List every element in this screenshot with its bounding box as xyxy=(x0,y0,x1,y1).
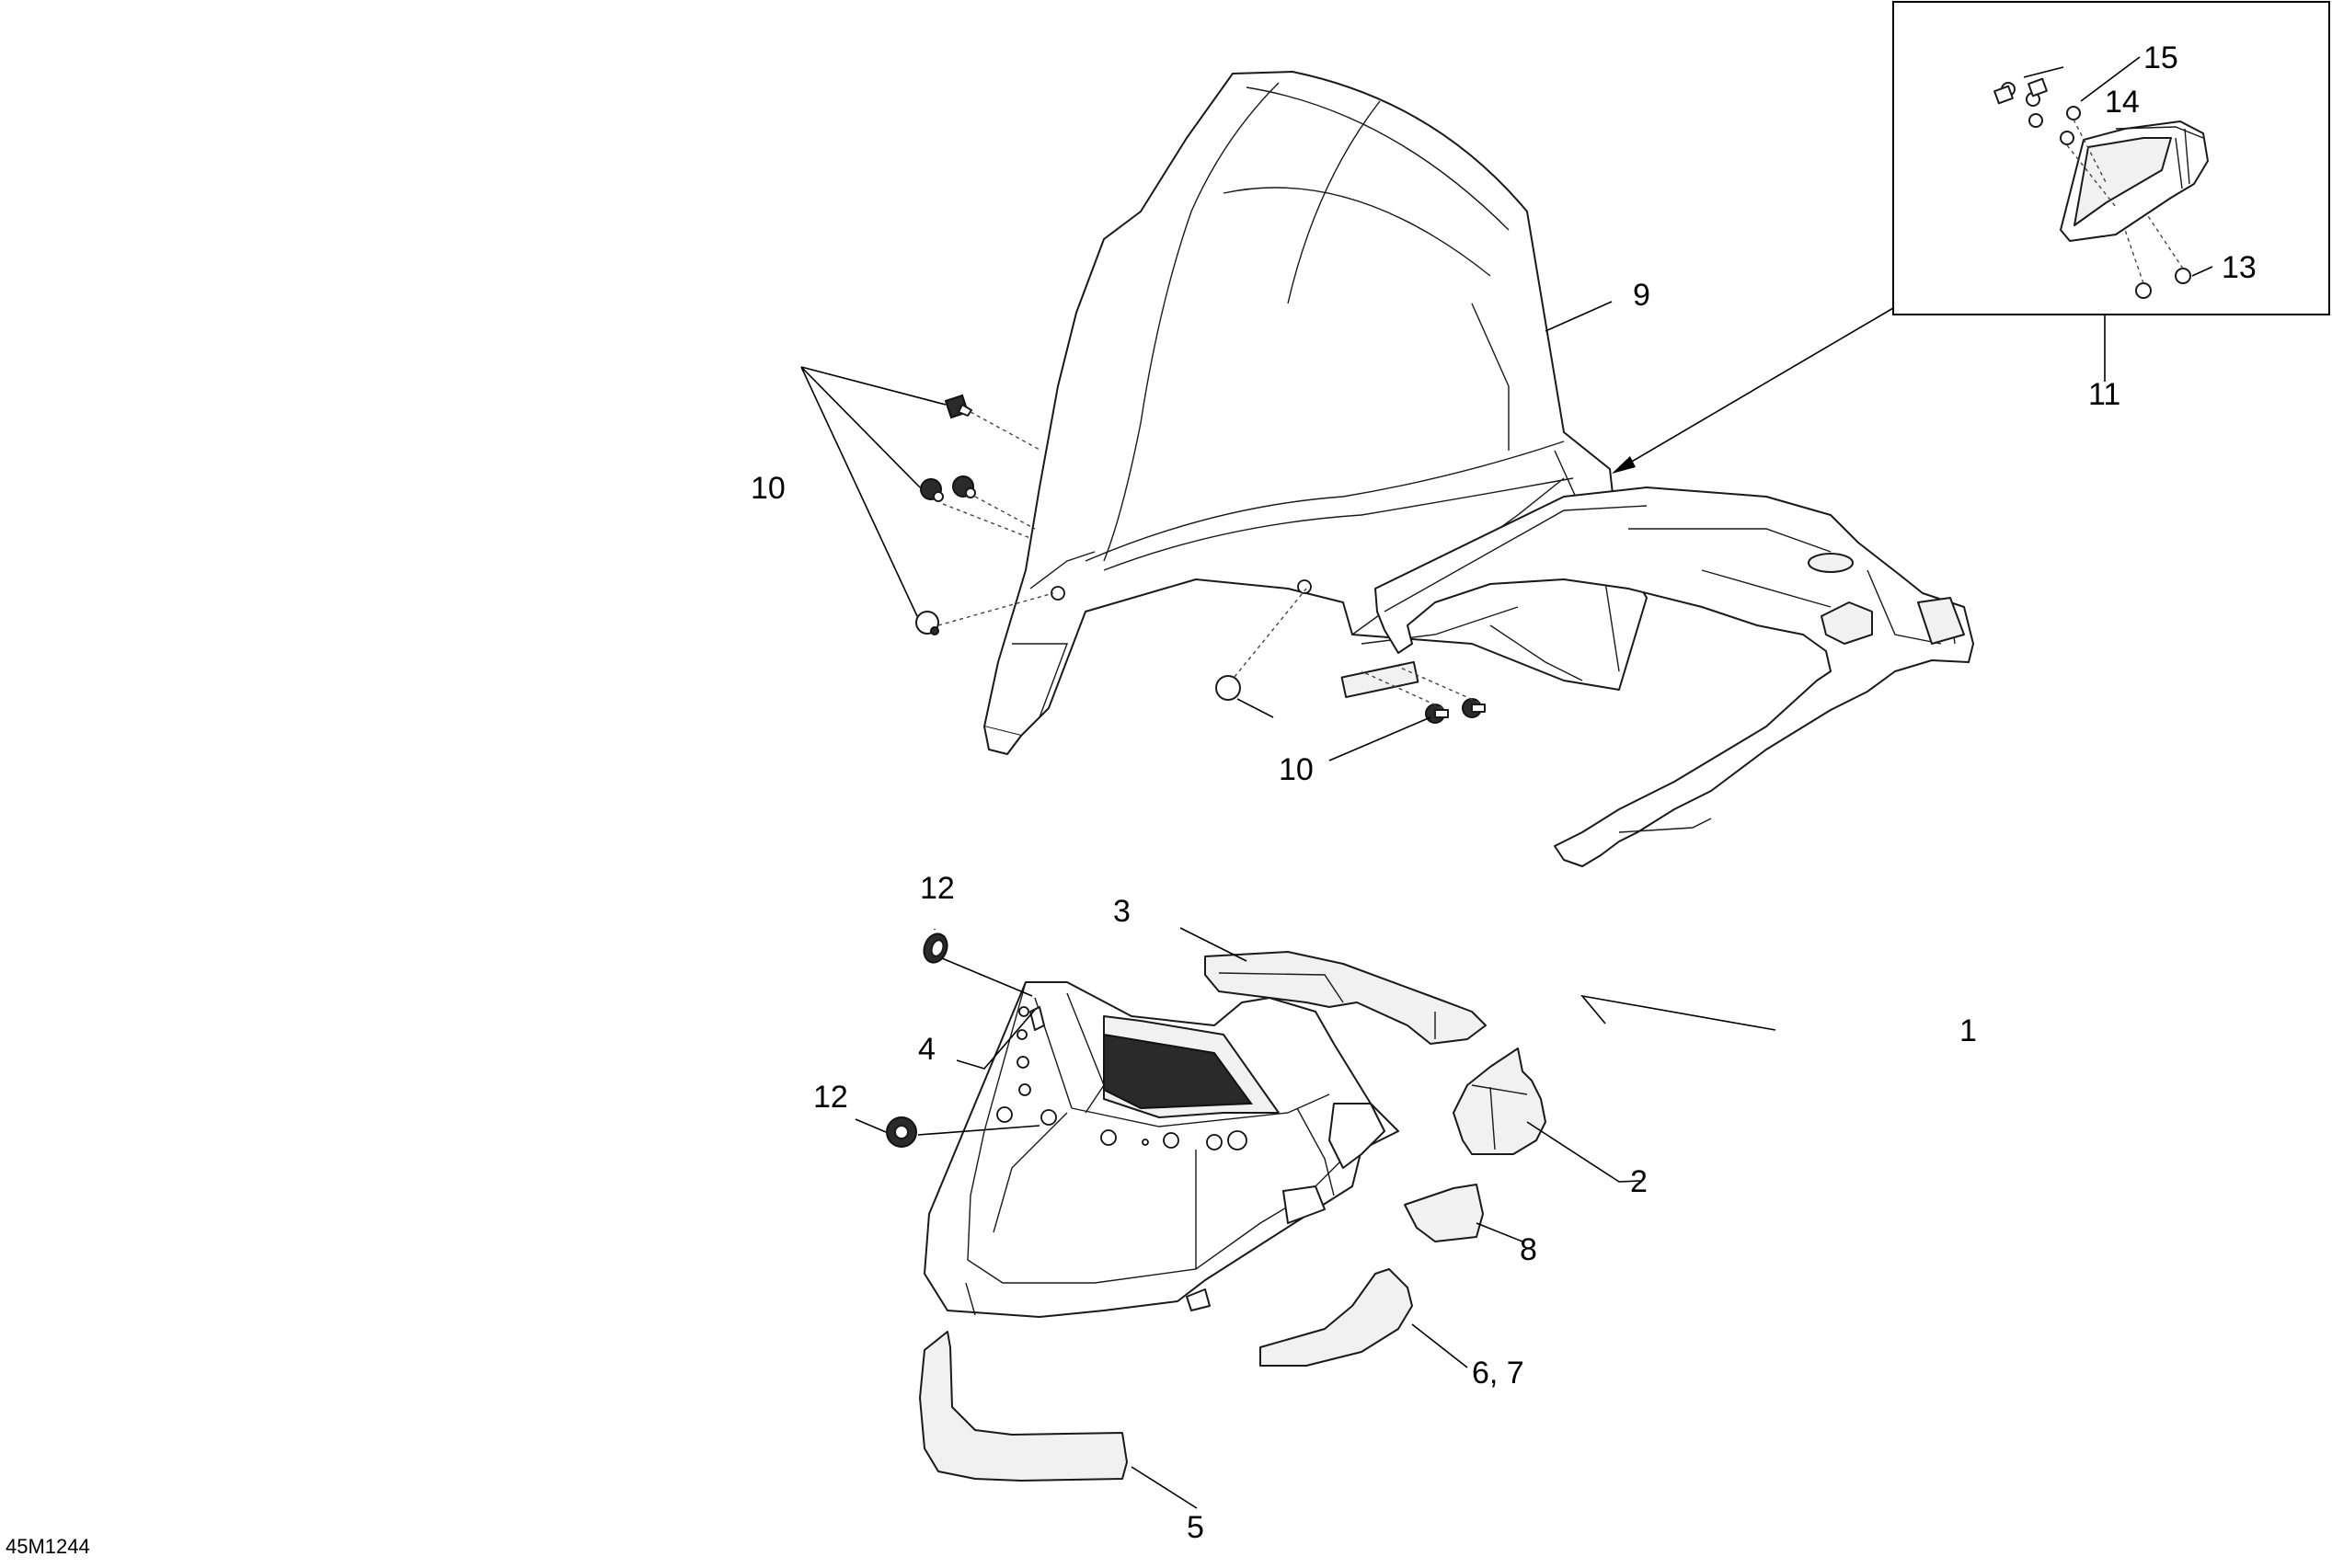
callout-14: 14 xyxy=(2105,85,2140,120)
grommet-icon xyxy=(923,933,948,964)
screw-icon xyxy=(944,394,972,419)
callout-5: 5 xyxy=(1187,1510,1204,1545)
callout-3: 3 xyxy=(1113,894,1131,929)
front-hood xyxy=(924,981,1399,1318)
grommet-top xyxy=(923,933,948,964)
callout-8: 8 xyxy=(1520,1232,1537,1267)
callout-15: 15 xyxy=(2143,40,2178,75)
arrowhead-icon xyxy=(1612,456,1636,474)
detail-inset xyxy=(1892,1,2330,315)
grommet-left xyxy=(886,1116,917,1148)
callout-10-bottom: 10 xyxy=(1279,752,1314,787)
trim-piece-3 xyxy=(1204,951,1487,1045)
windshield-fasteners xyxy=(915,394,1486,724)
trim-piece-8 xyxy=(1404,1184,1484,1242)
callout-2: 2 xyxy=(1630,1164,1648,1199)
callout-12-top: 12 xyxy=(920,871,955,906)
windshield xyxy=(983,71,1648,755)
mirror-assembly xyxy=(2060,120,2209,242)
inset-pointer-line xyxy=(1618,307,1894,470)
callout-6-7: 6, 7 xyxy=(1472,1356,1524,1391)
callout-9: 9 xyxy=(1633,278,1650,313)
callout-11: 11 xyxy=(2088,377,2120,412)
screw-icon xyxy=(1425,704,1449,724)
side-panel xyxy=(1374,486,1974,867)
callout-12-left: 12 xyxy=(813,1080,848,1115)
screw-icon xyxy=(952,475,976,498)
trim-piece-5 xyxy=(919,1331,1128,1482)
nut-icon xyxy=(1993,77,2048,105)
rivet-icon xyxy=(1215,675,1241,701)
trim-piece-6-7 xyxy=(1259,1268,1413,1367)
callout-10-left: 10 xyxy=(751,471,786,506)
grommet-icon xyxy=(886,1116,917,1148)
callout-1: 1 xyxy=(1959,1013,1977,1048)
screw-icon xyxy=(1462,698,1486,718)
screw-icon xyxy=(920,478,944,502)
drawing-id: 45M1244 xyxy=(6,1535,90,1558)
trim-piece-2 xyxy=(1453,1047,1546,1155)
leader-lines xyxy=(800,56,2213,1509)
callout-13: 13 xyxy=(2222,250,2257,285)
callout-4: 4 xyxy=(918,1032,936,1067)
rivet-icon xyxy=(915,611,939,635)
